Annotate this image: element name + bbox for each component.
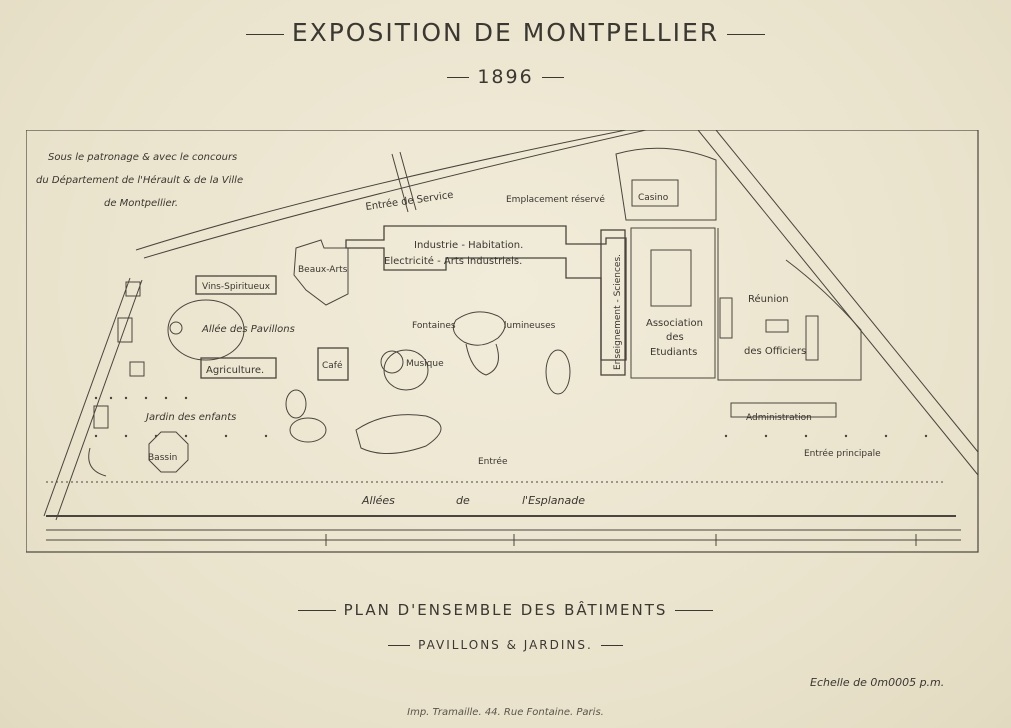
- label-beaux-arts: Beaux-Arts: [298, 265, 348, 275]
- label-fontaines: Fontaines: [412, 321, 456, 331]
- musique-kiosk: [380, 350, 404, 374]
- casino-building: [615, 147, 717, 221]
- label-des-officiers: des Officiers: [744, 346, 806, 357]
- label-allees: Allées: [361, 494, 395, 507]
- plan-subtitle: PAVILLONS & JARDINS.: [0, 638, 1011, 652]
- label-allee-pavillons: Allée des Pavillons: [201, 323, 295, 335]
- enseignement-hall: [600, 229, 626, 376]
- label-casino: Casino: [638, 193, 669, 203]
- label-association: Association: [646, 318, 703, 329]
- label-vins: Vins-Spiritueux: [202, 282, 271, 292]
- patronage-line-2: du Département de l'Hérault & de la Vill…: [36, 174, 243, 186]
- label-emplacement: Emplacement réservé: [506, 194, 605, 205]
- label-des: des: [666, 332, 684, 343]
- association-block: [630, 227, 716, 379]
- road-west: [43, 277, 131, 517]
- vins-building: [195, 275, 277, 295]
- label-entree: Entrée: [478, 456, 508, 467]
- label-entree-service: Entrée de Service: [365, 189, 454, 213]
- label-bassin: Bassin: [148, 453, 177, 463]
- patronage-line-1: Sous le patronage & avec le concours: [48, 152, 237, 163]
- patronage-line-3: de Montpellier.: [104, 198, 178, 209]
- label-cafe: Café: [322, 360, 343, 371]
- exposition-year: 1896: [0, 66, 1011, 88]
- label-jardin: Jardin des enfants: [144, 412, 236, 423]
- agriculture-building: [200, 357, 277, 379]
- label-reunion: Réunion: [748, 293, 789, 305]
- imprint-line: Imp. Tramaille. 44. Rue Fontaine. Paris.: [407, 707, 604, 718]
- cafe-building: [317, 347, 349, 381]
- label-lumineuses: lumineuses: [504, 321, 556, 331]
- label-esplanade: l'Esplanade: [522, 494, 585, 507]
- garden-bed: [355, 414, 442, 455]
- scale-note: Echelle de 0m0005 p.m.: [810, 676, 945, 689]
- label-musique: Musique: [406, 359, 444, 369]
- label-agriculture: Agriculture.: [206, 365, 264, 376]
- label-entree-principale: Entrée principale: [804, 448, 881, 459]
- label-etudiants: Etudiants: [650, 347, 697, 358]
- fountain-basin: [452, 311, 506, 346]
- administration-building: [730, 402, 837, 418]
- road-east: [697, 130, 979, 476]
- exposition-title: EXPOSITION DE MONTPELLIER: [0, 18, 1011, 47]
- label-industrie: Industrie - Habitation.: [414, 240, 523, 251]
- label-de: de: [456, 494, 470, 507]
- beaux-arts-building: [293, 239, 349, 306]
- site-plan-map: Sous le patronage & avec le concours du …: [26, 130, 979, 553]
- plan-title: PLAN D'ENSEMBLE DES BÂTIMENTS: [0, 601, 1011, 619]
- bassin: [148, 431, 189, 473]
- plan-frame: [26, 130, 979, 553]
- label-administration: Administration: [746, 413, 812, 423]
- label-electricite: Electricité - Arts industriels.: [384, 255, 522, 267]
- label-enseignement: Enseignement - Sciences.: [613, 254, 623, 370]
- officiers-block: [717, 228, 862, 381]
- road-north: [135, 130, 627, 251]
